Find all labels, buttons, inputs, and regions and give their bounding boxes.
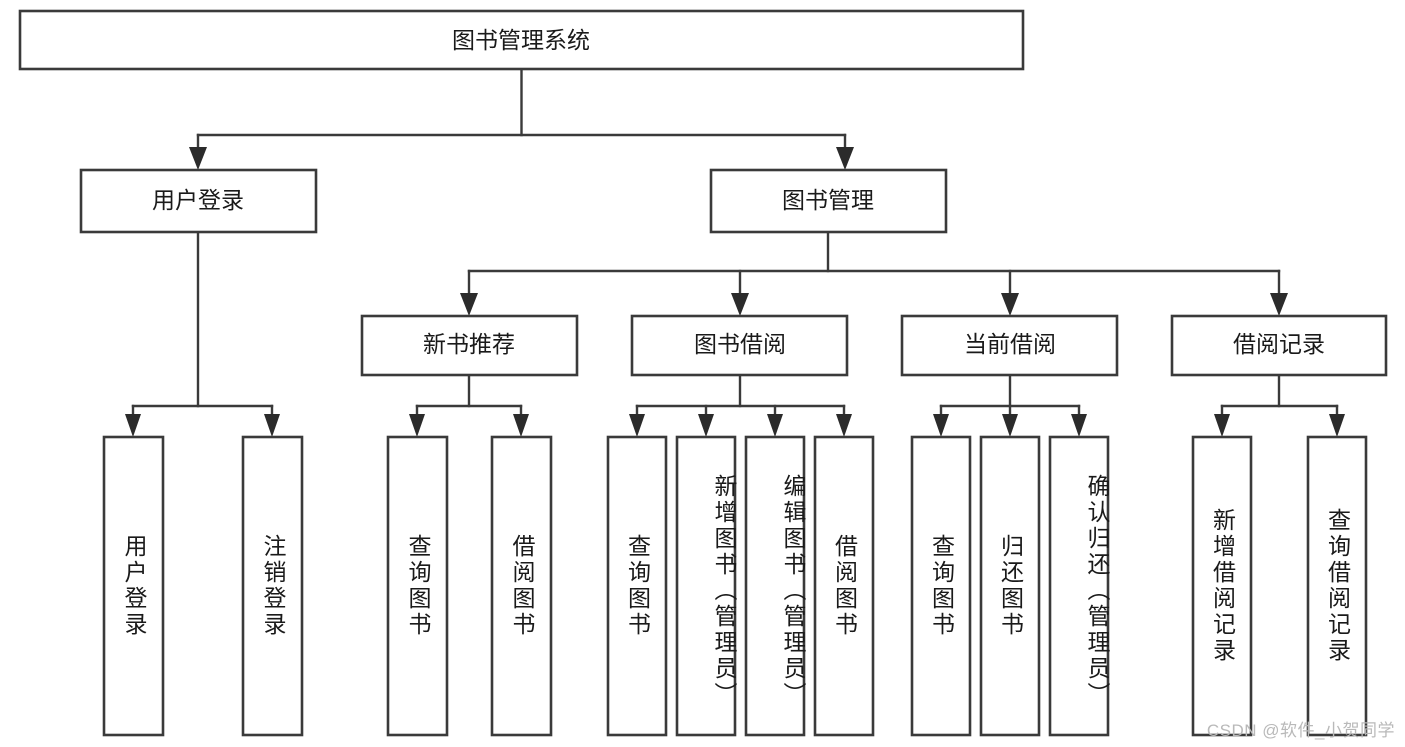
leaf-box-logout[interactable]: [241, 435, 304, 737]
leaf-box-confirm-return[interactable]: [1048, 435, 1110, 737]
node-borrow-record[interactable]: 借阅记录: [1170, 314, 1388, 377]
connector-borrowrecord-to-leaves: [1214, 373, 1345, 437]
node-book-manage[interactable]: 图书管理: [709, 168, 948, 234]
leaf-box-borrow-book-2[interactable]: [813, 435, 875, 737]
leaf-box-query-book-1[interactable]: [386, 435, 449, 737]
leaf-box-user-login[interactable]: [102, 435, 165, 737]
connector-bookmanage-to-level3: [460, 230, 1288, 316]
node-book-borrow[interactable]: 图书借阅: [630, 314, 849, 377]
node-user-login[interactable]: 用户登录: [79, 168, 318, 234]
node-new-book-rec-label: 新书推荐: [423, 331, 515, 357]
leaf-box-add-book[interactable]: [675, 435, 737, 737]
node-new-book-rec[interactable]: 新书推荐: [360, 314, 579, 377]
leaf-box-borrow-book-1[interactable]: [490, 435, 553, 737]
leaf-box-edit-book[interactable]: [744, 435, 806, 737]
node-root-label: 图书管理系统: [452, 27, 590, 53]
connector-currentborrow-to-leaves: [933, 373, 1087, 437]
node-current-borrow[interactable]: 当前借阅: [900, 314, 1119, 377]
node-root-system[interactable]: 图书管理系统: [18, 9, 1025, 71]
leaf-box-query-book-2[interactable]: [606, 435, 668, 737]
node-current-borrow-label: 当前借阅: [964, 331, 1056, 357]
connector-root-to-level2: [189, 67, 854, 170]
node-book-borrow-label: 图书借阅: [694, 331, 786, 357]
leaf-box-return-book[interactable]: [979, 435, 1041, 737]
watermark-text: CSDN @软件_小贺同学: [1206, 721, 1395, 740]
leaf-box-add-record[interactable]: [1191, 435, 1253, 737]
node-borrow-record-label: 借阅记录: [1233, 331, 1325, 357]
node-user-login-label: 用户登录: [152, 187, 244, 213]
connector-bookborrow-to-leaves: [629, 373, 852, 437]
leaf-box-query-book-3[interactable]: [910, 435, 972, 737]
leaf-box-query-record[interactable]: [1306, 435, 1368, 737]
node-book-manage-label: 图书管理: [782, 187, 874, 213]
connector-newbook-to-leaves: [409, 373, 529, 437]
connector-userlogin-to-leaves: [125, 230, 280, 437]
